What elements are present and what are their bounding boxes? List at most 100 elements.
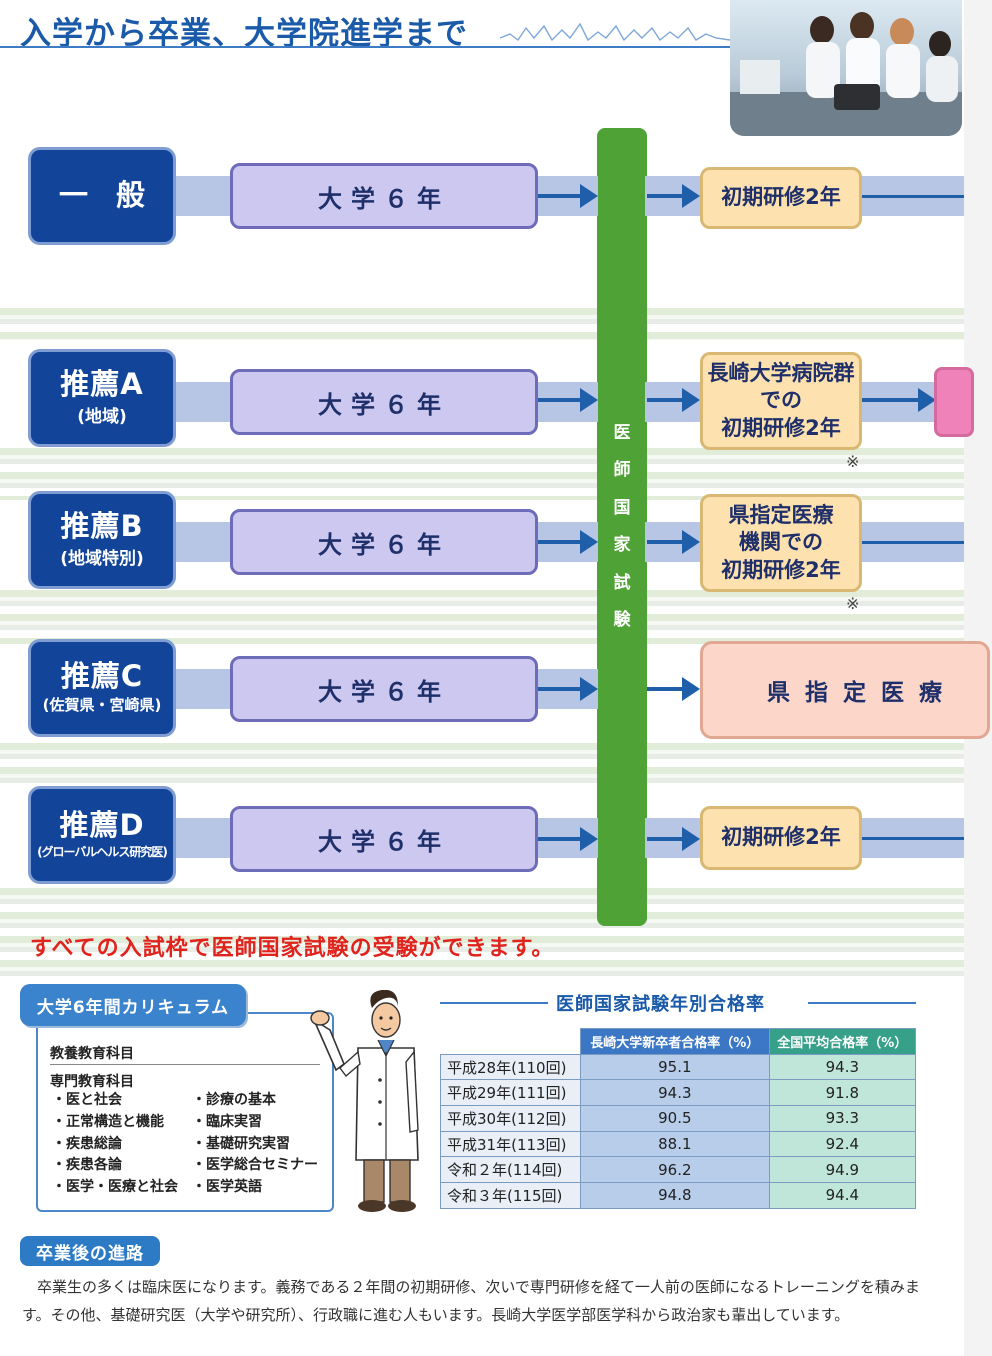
exam-eligibility-headline: すべての入試枠で医師国家試験の受験ができます。	[30, 936, 555, 961]
training-box: 初期研修2年	[700, 806, 862, 870]
national-rate-cell: 91.8	[768, 1079, 917, 1107]
table-row: 平成30年(112回) 90.5 93.3	[440, 1105, 917, 1132]
national-rate-cell: 94.9	[768, 1156, 917, 1184]
curriculum-box	[36, 1012, 334, 1212]
category-general: 一般	[28, 147, 176, 245]
year-cell: 平成29年(111回)	[440, 1079, 581, 1107]
list-item: ・正常構造と機能	[52, 1113, 164, 1130]
flow-line	[862, 195, 964, 198]
exam-char: 国	[613, 497, 631, 518]
university-6-years: 大学６年	[230, 806, 538, 872]
specialized-education-label: 専門教育科目	[50, 1074, 134, 1090]
arrow-right	[647, 827, 700, 851]
training-box: 県指定医療 機関での 初期研修2年	[700, 494, 862, 592]
arrow-right	[538, 827, 598, 851]
arrow-right	[647, 677, 700, 701]
arrow-right	[538, 388, 598, 412]
arrow-right	[538, 677, 598, 701]
list-item: ・医学英語	[192, 1179, 262, 1196]
flow-line	[862, 837, 964, 840]
list-item: ・疾患総論	[52, 1135, 122, 1152]
list-item: ・診療の基本	[192, 1092, 276, 1108]
university-6-years: 大学６年	[230, 656, 538, 722]
exam-char: 験	[613, 610, 631, 630]
nagasaki-rate-cell: 94.3	[580, 1079, 770, 1107]
waveform-decoration	[500, 22, 730, 42]
category-label: 推薦C	[60, 658, 144, 693]
table-row: 令和２年(114回) 96.2 94.9	[440, 1156, 917, 1184]
table-row: 令和３年(115回) 94.8 94.4	[440, 1182, 917, 1209]
nagasaki-rate-cell: 94.8	[580, 1182, 770, 1209]
prefecture-designated-box: 県指定医療	[700, 641, 990, 739]
table-header-row: 長崎大学新卒者合格率（%） 全国平均合格率（%）	[440, 1028, 917, 1055]
university-6-years: 大学６年	[230, 509, 538, 575]
arrow-right	[647, 184, 700, 208]
table-row: 平成29年(111回) 94.3 91.8	[440, 1079, 917, 1107]
university-6-years: 大学６年	[230, 369, 538, 435]
arrow-right	[862, 388, 936, 412]
pass-rate-table: 長崎大学新卒者合格率（%） 全国平均合格率（%） 平成28年(110回) 95.…	[440, 1028, 917, 1209]
category-recommend-b: 推薦B (地域特別)	[28, 491, 176, 589]
exam-char: 試	[613, 572, 631, 593]
career-paragraph: 卒業生の多くは臨床医になります。義務である２年間の初期研修、次いで専門研修を経て…	[22, 1278, 920, 1324]
title-rule-right	[808, 1002, 916, 1004]
table-row: 平成31年(113回) 88.1 92.4	[440, 1130, 917, 1158]
pass-rate-title: 医師国家試験年別合格率	[556, 994, 765, 1015]
next-stage-box	[934, 367, 974, 437]
arrow-right	[538, 184, 598, 208]
nagasaki-rate-cell: 96.2	[580, 1156, 770, 1184]
national-exam-bar: 医 師 国 家 試 験	[597, 128, 647, 926]
flow-line	[862, 541, 964, 544]
doctor-illustration	[310, 990, 419, 1212]
training-line: 初期研修2年	[721, 557, 841, 582]
nagasaki-rate-cell: 95.1	[580, 1053, 770, 1081]
category-sublabel: (グローバルヘルス研究医)	[37, 845, 168, 860]
year-cell: 平成31年(113回)	[440, 1130, 581, 1158]
background-stripes	[0, 880, 964, 980]
students-lab-photo	[730, 0, 962, 136]
training-box: 初期研修2年	[700, 167, 862, 229]
list-item: ・医学総合セミナー	[192, 1157, 318, 1174]
category-recommend-a: 推薦A (地域)	[28, 349, 176, 447]
title-rule-left	[440, 1002, 548, 1004]
category-sublabel: (地域特別)	[60, 549, 144, 570]
nagasaki-rate-cell: 90.5	[580, 1105, 770, 1132]
national-rate-cell: 93.3	[768, 1105, 917, 1132]
column-header-nagasaki: 長崎大学新卒者合格率（%）	[580, 1028, 770, 1055]
general-education-label: 教養教育科目	[50, 1046, 134, 1062]
national-rate-cell: 94.4	[768, 1182, 917, 1209]
exam-char: 医	[613, 422, 631, 443]
training-box: 長崎大学病院群 での 初期研修2年	[700, 352, 862, 450]
curriculum-list-left: ・医と社会 ・正常構造と機能 ・疾患総論 ・疾患各論 ・医学・医療と社会	[52, 1090, 178, 1199]
year-cell: 平成28年(110回)	[440, 1053, 581, 1081]
year-cell: 令和３年(115回)	[440, 1182, 581, 1209]
category-sublabel: (佐賀県・宮崎県)	[42, 696, 162, 715]
nagasaki-rate-cell: 88.1	[580, 1130, 770, 1158]
arrow-right	[538, 530, 598, 554]
table-row: 平成28年(110回) 95.1 94.3	[440, 1053, 917, 1081]
list-item: ・医学・医療と社会	[52, 1179, 178, 1196]
category-sublabel: (地域)	[77, 407, 127, 428]
exam-char: 師	[613, 460, 631, 480]
background-stripes	[0, 300, 964, 340]
training-line: 初期研修2年	[721, 415, 841, 440]
curriculum-list-right: ・診療の基本 ・臨床実習 ・基礎研究実習 ・医学総合セミナー ・医学英語	[192, 1090, 318, 1199]
list-item: ・基礎研究実習	[192, 1135, 290, 1152]
training-line: での	[760, 388, 802, 413]
category-label: 推薦B	[60, 508, 144, 543]
training-line: 機関での	[739, 530, 823, 555]
list-item: ・医と社会	[52, 1092, 122, 1108]
title-underline	[0, 46, 730, 48]
category-recommend-d: 推薦D (グローバルヘルス研究医)	[28, 786, 176, 884]
background-stripes	[0, 582, 964, 644]
training-line: 県指定医療	[728, 503, 834, 528]
list-item: ・疾患各論	[52, 1157, 122, 1174]
exam-char: 家	[613, 535, 631, 555]
table-corner	[440, 1028, 581, 1055]
list-item: ・臨床実習	[192, 1113, 262, 1130]
training-line: 長崎大学病院群	[707, 361, 855, 386]
footnote-mark: ※	[846, 594, 860, 613]
arrow-right	[647, 530, 700, 554]
background-stripes	[0, 735, 964, 790]
national-rate-cell: 94.3	[768, 1053, 917, 1081]
